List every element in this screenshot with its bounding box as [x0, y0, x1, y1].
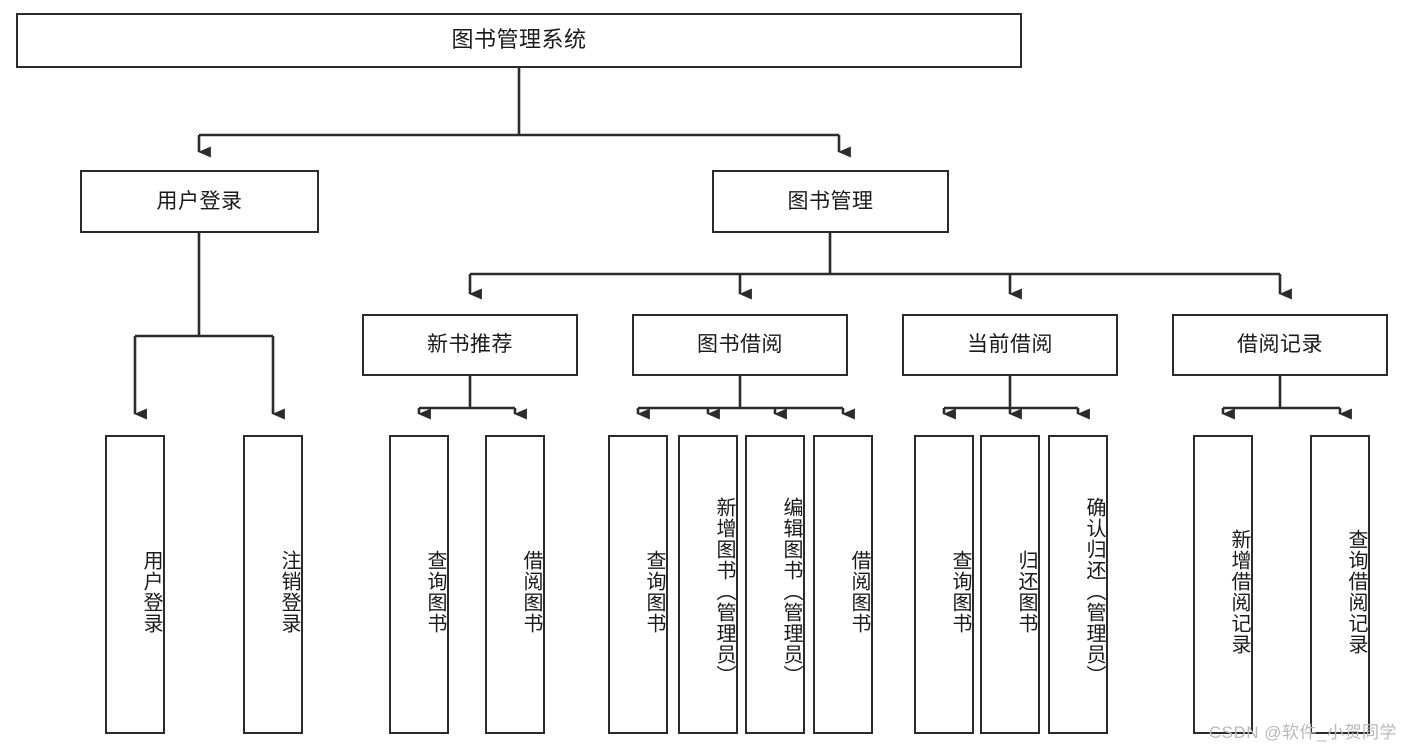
node-new-book-recommend-label: 新书推荐: [427, 333, 513, 357]
node-book-borrow[interactable]: 图书借阅: [632, 314, 848, 376]
leaf-add-borrow-record[interactable]: 新增借阅记录: [1193, 435, 1253, 734]
node-new-book-recommend[interactable]: 新书推荐: [362, 314, 578, 376]
leaf-label: 借阅图书: [848, 549, 870, 634]
node-current-borrow-label: 当前借阅: [967, 333, 1053, 357]
node-book-management[interactable]: 图书管理: [712, 170, 949, 233]
leaf-label: 查询图书: [949, 549, 971, 634]
leaf-borrow-book[interactable]: 借阅图书: [813, 435, 873, 734]
leaf-confirm-return-admin[interactable]: 确认归还（管理员）: [1048, 435, 1108, 734]
node-book-borrow-label: 图书借阅: [697, 333, 783, 357]
leaf-edit-book-admin[interactable]: 编辑图书（管理员）: [745, 435, 805, 734]
leaf-label: 新增图书（管理员）: [713, 497, 735, 686]
node-user-login[interactable]: 用户登录: [80, 170, 319, 233]
leaf-label: 用户登录: [140, 549, 162, 634]
leaf-user-login[interactable]: 用户登录: [105, 435, 165, 734]
node-book-management-label: 图书管理: [787, 189, 874, 213]
leaf-label: 查询图书: [643, 549, 665, 634]
leaf-label: 确认归还（管理员）: [1083, 497, 1105, 686]
leaf-label: 编辑图书（管理员）: [780, 497, 802, 686]
leaf-logout[interactable]: 注销登录: [243, 435, 303, 734]
leaf-borrow-book-recommend[interactable]: 借阅图书: [485, 435, 545, 734]
leaf-label: 新增借阅记录: [1228, 528, 1250, 655]
leaf-label: 借阅图书: [520, 549, 542, 634]
leaf-query-book-recommend[interactable]: 查询图书: [389, 435, 449, 734]
leaf-label: 注销登录: [278, 549, 300, 634]
node-borrow-records[interactable]: 借阅记录: [1172, 314, 1388, 376]
node-current-borrow[interactable]: 当前借阅: [902, 314, 1118, 376]
leaf-label: 查询图书: [424, 549, 446, 634]
leaf-query-book-borrow[interactable]: 查询图书: [608, 435, 668, 734]
node-borrow-records-label: 借阅记录: [1237, 333, 1323, 357]
node-user-login-label: 用户登录: [156, 189, 243, 213]
leaf-label: 查询借阅记录: [1345, 528, 1367, 655]
leaf-query-borrow-record[interactable]: 查询借阅记录: [1310, 435, 1370, 734]
leaf-return-book[interactable]: 归还图书: [980, 435, 1040, 734]
node-root-label: 图书管理系统: [451, 27, 587, 53]
node-root[interactable]: 图书管理系统: [16, 13, 1022, 68]
leaf-label: 归还图书: [1015, 549, 1037, 634]
leaf-query-book-current[interactable]: 查询图书: [914, 435, 974, 734]
csdn-watermark: CSDN @软件_小贺同学: [1208, 723, 1397, 742]
leaf-add-book-admin[interactable]: 新增图书（管理员）: [678, 435, 738, 734]
